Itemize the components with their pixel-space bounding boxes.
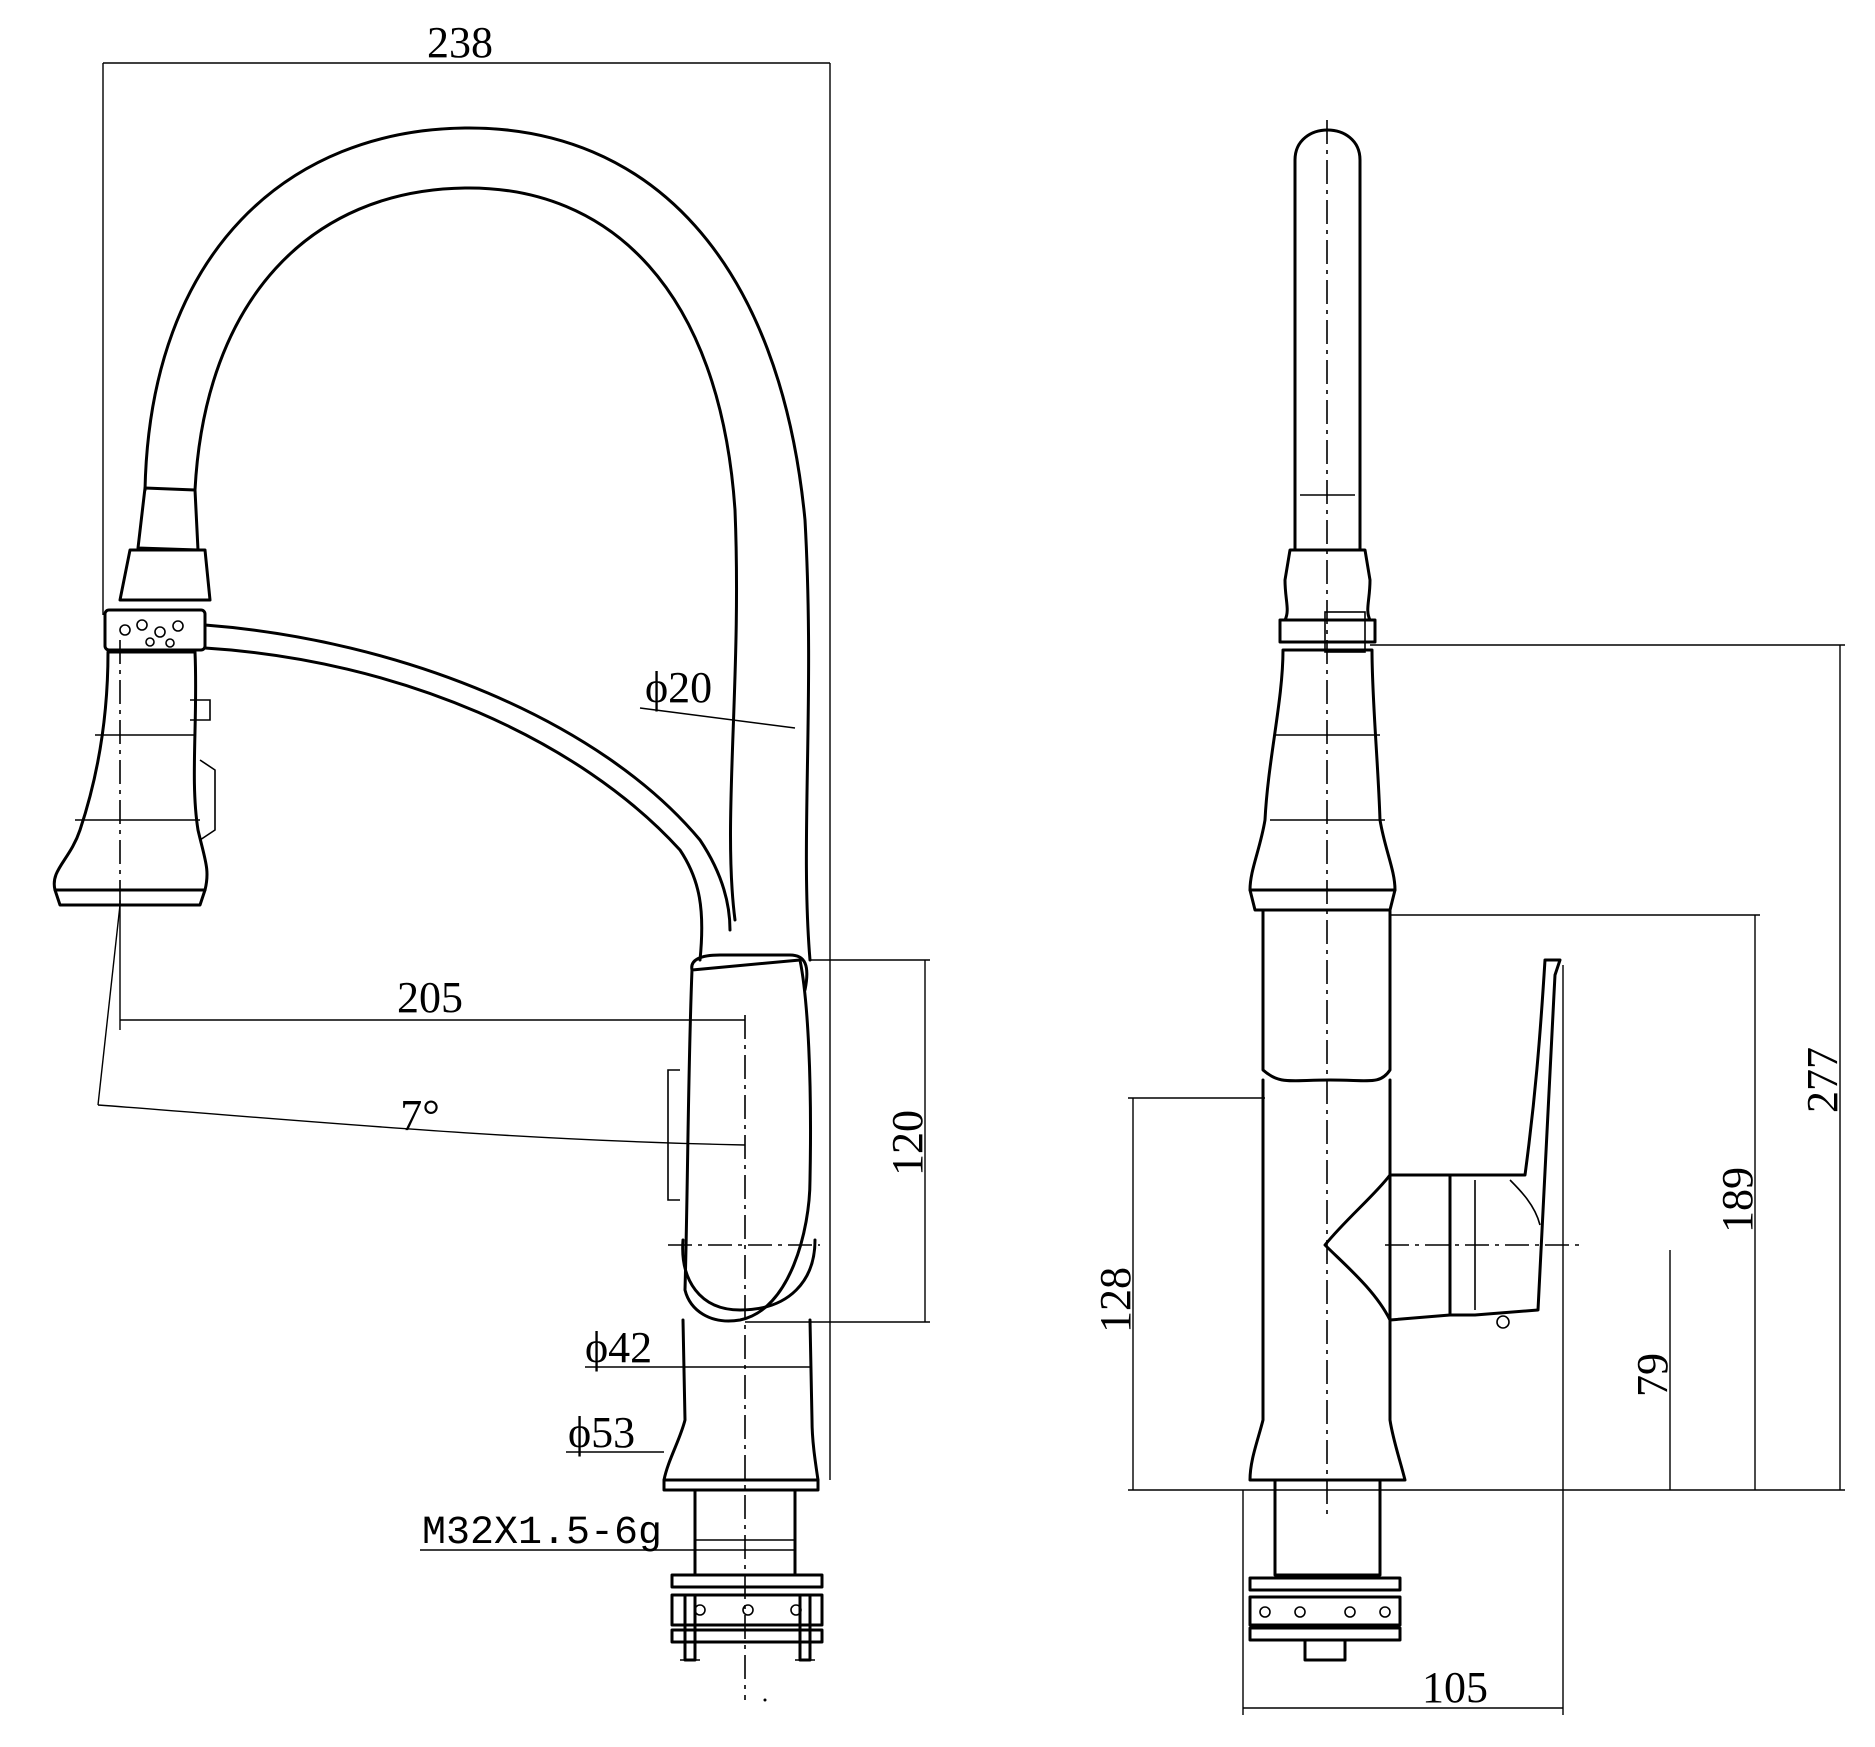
spray-head-body (52, 650, 209, 892)
faucet-body (683, 958, 812, 1323)
dimension-lever-height: 79 (1628, 1250, 1677, 1490)
faucet-handle-recess (681, 1238, 817, 1312)
mounting-hardware (670, 1573, 824, 1662)
faucet-body-collar (690, 953, 809, 992)
spray-head-nozzle (53, 888, 207, 907)
dimension-hose-diameter: ϕ20 (639, 663, 796, 729)
side-handle-lever (1448, 958, 1562, 1317)
side-cartridge (1323, 1173, 1452, 1322)
hose-diameter-label: ϕ20 (645, 663, 712, 712)
spout-hose-lower (203, 646, 704, 962)
side-mounting-hardware (1248, 1576, 1402, 1662)
dimension-base-diameter: ϕ53 (566, 1408, 664, 1457)
dimension-body-diameter: ϕ42 (585, 1323, 810, 1372)
dimension-spout-angle: 7° (97, 904, 746, 1146)
spray-head-aerator (103, 608, 207, 652)
dimension-total-height: 277 (1370, 644, 1847, 1490)
handle-axis-height-label: 128 (1091, 1267, 1140, 1333)
faucet-base (662, 1478, 820, 1492)
side-main-body (1248, 1078, 1407, 1482)
dimension-overall-width: 238 (102, 18, 831, 1480)
dimension-body-height: 120 (745, 959, 932, 1323)
spout-angle-label: 7° (400, 1091, 440, 1140)
side-depth-label: 105 (1422, 1663, 1488, 1712)
faucet-lower-body (662, 1318, 820, 1482)
spray-head-height-label: 189 (1713, 1167, 1762, 1233)
thread-label: M32X1.5-6g (422, 1511, 662, 1556)
base-diameter-label: ϕ53 (568, 1408, 635, 1457)
dimension-spout-reach: 205 (119, 900, 745, 1030)
hose-collar-ring (118, 548, 212, 602)
dimension-handle-axis-height: 128 (1091, 1097, 1265, 1490)
front-view: 238 ϕ20 (52, 18, 932, 1702)
body-height-label: 120 (883, 1110, 932, 1176)
hose-inner-curve (193, 186, 739, 922)
spout-hose-upper (203, 623, 732, 932)
overall-width-label: 238 (427, 18, 493, 67)
dimension-thread: M32X1.5-6g (420, 1511, 795, 1556)
lever-height-label: 79 (1628, 1353, 1677, 1397)
side-spray-head (1248, 648, 1397, 892)
hose-outer-curve (143, 126, 812, 962)
side-upper-body (1261, 908, 1392, 1083)
body-diameter-label: ϕ42 (585, 1323, 652, 1372)
spout-reach-label: 205 (397, 973, 463, 1022)
side-view: 128 277 189 79 105 (1091, 120, 1847, 1715)
hose-collar (136, 486, 200, 552)
dimension-side-depth: 105 (1242, 965, 1564, 1715)
dimension-spray-head-height: 189 (1390, 914, 1762, 1490)
total-height-label: 277 (1798, 1047, 1847, 1113)
